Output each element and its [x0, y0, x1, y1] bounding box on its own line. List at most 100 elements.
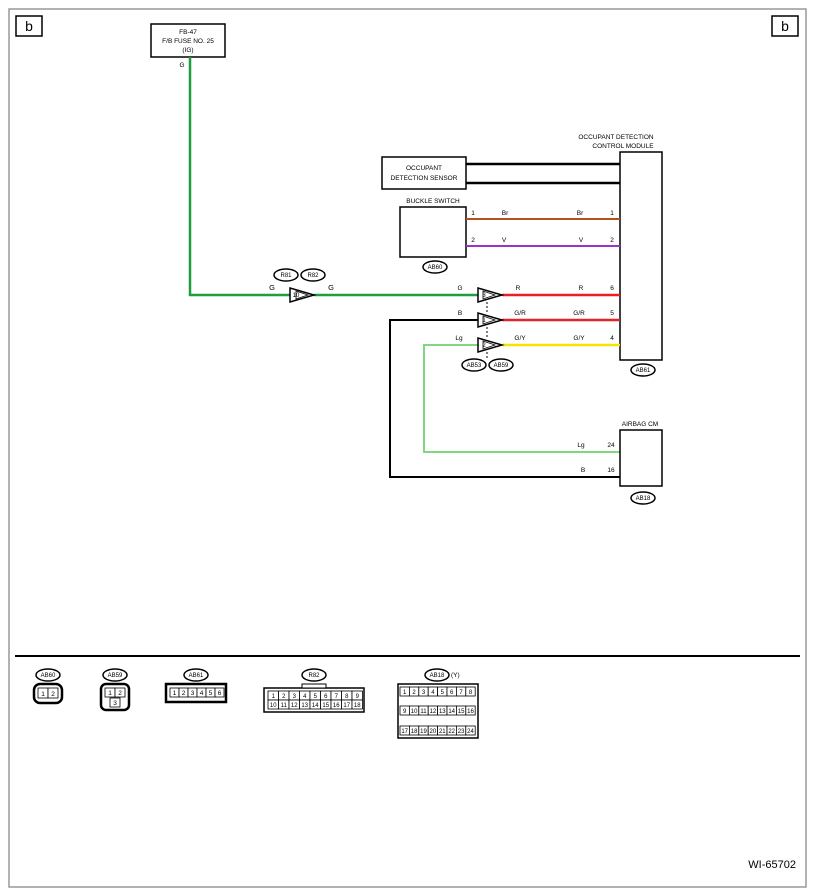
r82-pin-label: 11 — [281, 703, 288, 709]
svg-text:2: 2 — [51, 691, 55, 698]
wire-r-label-in: G — [457, 285, 462, 292]
wire-gr-pin-right: 5 — [610, 310, 614, 317]
r82-pin-label: 8 — [345, 694, 349, 700]
buckle-switch: BUCKLE SWITCH — [399, 198, 467, 258]
ab18-pin-label: 18 — [411, 729, 418, 735]
ab18-pin-cell — [465, 725, 476, 736]
occupant-detection-sensor: OCCUPANT DETECTION SENSOR — [381, 156, 467, 190]
ab18-pin-label: 5 — [441, 690, 445, 696]
r82-pin-label: 1 — [272, 694, 276, 700]
svg-text:3: 3 — [113, 700, 117, 707]
ab18-pin-label: 11 — [420, 709, 427, 715]
connector-r82-label: R82 — [308, 673, 320, 679]
r82-pin-label: 14 — [312, 703, 319, 709]
wire-g-fuse-label-right: G — [328, 283, 334, 292]
wire-gy-label-out: G/Y — [514, 335, 526, 342]
junction-r-pin: 10 — [293, 293, 300, 299]
buckle-connector-badge: AB60 — [422, 260, 448, 274]
wire-r-label-out: R — [516, 285, 521, 292]
connector-ab61: AB61 1 2 3 4 5 6 — [164, 668, 228, 704]
fuse-wire-label: G — [179, 62, 184, 69]
connector-ab61-label: AB61 — [189, 673, 204, 679]
svg-text:4: 4 — [200, 690, 204, 697]
odcm-title2: CONTROL MODULE — [592, 143, 654, 150]
r82-pin-label: 16 — [333, 703, 340, 709]
document-id: WI-65702 — [748, 859, 796, 871]
svg-text:1: 1 — [41, 691, 45, 698]
wire-v-pin-left: 2 — [471, 237, 475, 244]
wire-gy-label-right: G/Y — [573, 335, 585, 342]
ab18-pin-label: 17 — [401, 729, 408, 735]
ab18-pin-label: 10 — [411, 709, 418, 715]
airbag-title: AIRBAG CM — [622, 421, 658, 428]
page-mark-left: b — [15, 15, 43, 37]
connector-ab60: AB60 1 2 — [32, 668, 64, 705]
connector-pin-1: 1 — [482, 318, 486, 324]
page-mark-left-label: b — [25, 18, 33, 34]
wire-br-label-right: Br — [577, 210, 584, 217]
r82-pin-label: 12 — [291, 703, 298, 709]
wire-v-label-left: V — [502, 237, 507, 244]
ab18-pin-label: 19 — [420, 729, 427, 735]
fuse-line3: (IG) — [182, 47, 193, 54]
r82-pin-label: 6 — [324, 694, 328, 700]
wire-b-pin: 16 — [607, 467, 615, 474]
fuse-box: FB-47 F/B FUSE NO. 25 (IG) — [150, 23, 226, 58]
ab18-pin-label: 7 — [459, 690, 463, 696]
svg-text:AB61: AB61 — [636, 368, 651, 374]
fuse-line2: F/B FUSE NO. 25 — [162, 38, 214, 45]
wire-lg — [423, 344, 620, 453]
ab18-pin-label: 3 — [422, 690, 426, 696]
svg-text:1: 1 — [108, 690, 112, 697]
wire-gr-label-out: G/R — [514, 310, 526, 317]
junction-r82-label: R82 — [307, 273, 319, 279]
wire-gr-label-in: B — [458, 310, 462, 317]
occupant-detection-control-module: OCCUPANT DETECTION CONTROL MODULE — [578, 134, 663, 361]
sensor-line1: OCCUPANT — [406, 165, 442, 172]
fuse-line1: FB-47 — [179, 29, 197, 36]
junction-ab59-label: AB59 — [494, 363, 509, 369]
r82-pin-label: 17 — [343, 703, 350, 709]
svg-text:2: 2 — [118, 690, 122, 697]
r82-pin-label: 4 — [303, 694, 307, 700]
airbag-connector-badge: AB18 — [630, 491, 656, 505]
wire-g-fuse — [188, 57, 290, 297]
wire-br-pin-left: 1 — [471, 210, 475, 217]
svg-text:6: 6 — [218, 690, 222, 697]
junction-ab53-ab59: 3 1 2 AB53 AB59 — [461, 287, 514, 372]
connector-ab18-suffix: (Y) — [451, 672, 460, 679]
junction-r81-r82: R81 R82 10 — [273, 268, 326, 303]
page-mark-right-label: b — [781, 18, 789, 34]
connector-ab18-label: AB18 — [430, 673, 445, 679]
page-mark-right: b — [771, 15, 799, 37]
r82-pin-label: 3 — [293, 694, 297, 700]
ab18-pin-label: 6 — [450, 690, 454, 696]
ab18-pin-label: 2 — [412, 690, 416, 696]
ab18-pin-label: 4 — [431, 690, 435, 696]
wire-r-label-right: R — [579, 285, 584, 292]
r82-pin-label: 15 — [322, 703, 329, 709]
ab18-pin-cell — [465, 705, 476, 716]
connector-ab59-label: AB59 — [108, 673, 123, 679]
r82-pin-label: 10 — [270, 703, 277, 709]
wire-br-label-left: Br — [502, 210, 509, 217]
sensor-line2: DETECTION SENSOR — [391, 175, 458, 182]
svg-text:1: 1 — [173, 690, 177, 697]
ab18-pin-label: 21 — [439, 729, 446, 735]
wire-b-label: B — [581, 467, 585, 474]
ab18-pin-label: 9 — [403, 709, 407, 715]
ab18-pin-label: 15 — [458, 709, 465, 715]
wire-v-pin-right: 2 — [610, 237, 614, 244]
connector-pin-3: 3 — [482, 293, 486, 299]
odcm-connector-badge: AB61 — [630, 363, 656, 377]
wire-lg-label: Lg — [577, 442, 585, 449]
wire-br-pin-right: 1 — [610, 210, 614, 217]
r82-pin-label: 9 — [356, 694, 360, 700]
ab18-pin-label: 16 — [467, 709, 474, 715]
r82-pin-label: 18 — [354, 703, 361, 709]
ab18-pin-label: 24 — [467, 729, 474, 735]
svg-text:5: 5 — [209, 690, 213, 697]
odcm-title1: OCCUPANT DETECTION — [578, 134, 654, 141]
